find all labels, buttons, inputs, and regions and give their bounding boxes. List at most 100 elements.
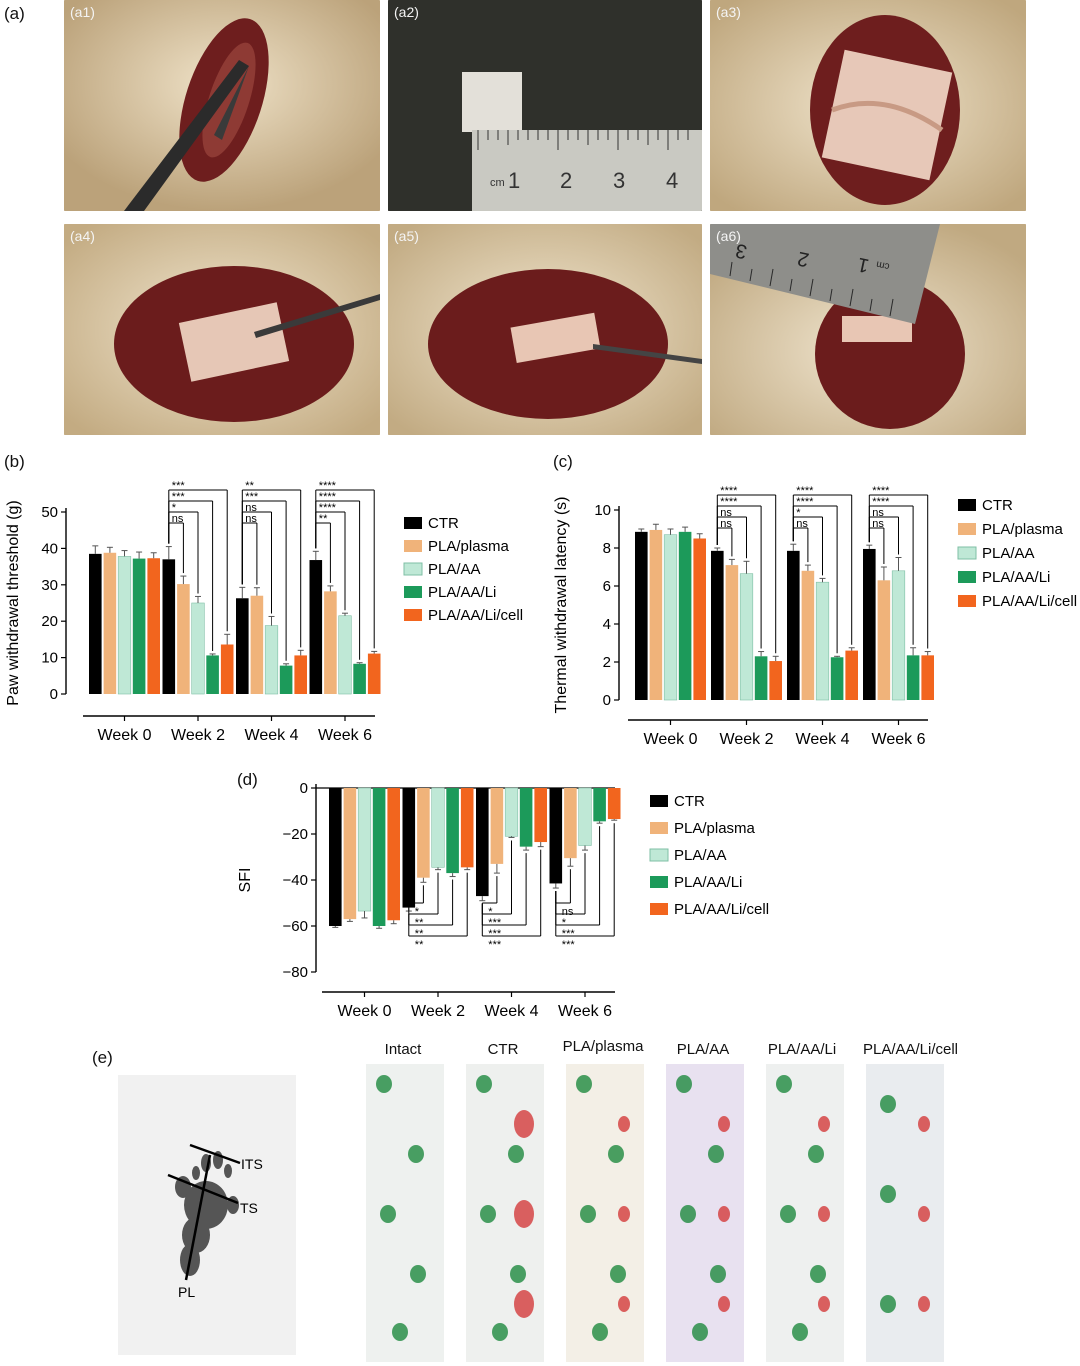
bar [103,552,117,694]
footprint-strip [466,1064,544,1362]
y-tick-label: 2 [603,654,611,671]
green-footprint [680,1205,696,1223]
footprint-marks [880,1095,930,1313]
bar [357,787,372,912]
legend-label: PLA/AA [982,545,1035,562]
ruler-mark: 2 [560,168,572,193]
y-tick-label: 20 [41,613,58,630]
sig-label: **** [319,502,337,514]
sig-label: *** [172,491,186,503]
paw-print-illustration: ITS TS PL [167,1143,263,1300]
panel-label-d: (d) [237,770,258,789]
strip-title-pla-aa: PLA/AA [676,1041,730,1058]
bar [891,570,906,701]
ruler-unit: cm [875,258,890,272]
sig-label: *** [488,917,502,929]
sig-label: * [415,906,420,918]
sig-label: **** [796,485,814,497]
sig-label: **** [720,496,738,508]
bar [678,531,692,700]
y-tick-label: 40 [41,540,58,557]
y-tick-label: −20 [283,826,308,843]
ruler-unit: cm [490,177,505,189]
sig-label: * [172,502,177,514]
sig-label: ns [872,507,884,519]
bar [739,573,754,701]
green-footprint [880,1295,896,1313]
red-footprint [718,1116,730,1132]
green-footprint [408,1145,424,1163]
bar [324,591,337,694]
ruler-mark: 4 [666,168,678,193]
green-footprint [508,1145,524,1163]
bar [754,656,768,700]
bar [787,550,800,700]
legend-label: PLA/AA [674,847,727,864]
sig-label: **** [319,480,337,492]
bar [877,580,891,700]
bar [534,788,547,843]
red-footprint [918,1296,930,1312]
sig-label: *** [562,928,576,940]
sig-label: **** [720,485,738,497]
footprint-strip [766,1064,844,1362]
green-footprint [692,1323,708,1341]
legend-label: PLA/AA [428,561,481,578]
green-footprint [376,1075,392,1093]
sig-label: **** [872,485,890,497]
legend-swatch [958,499,976,511]
surgery-scene-a6: 3 2 1 cm [710,224,1026,435]
bar [162,559,176,694]
footprint-marks [376,1075,426,1341]
panel-label-b: (b) [4,452,25,471]
red-footprint [514,1110,534,1138]
bar [417,788,430,878]
strip-title-pla-aa-li: PLA/AA/Li [767,1041,837,1058]
bar [117,556,132,695]
bar [206,655,219,694]
bar [264,625,279,695]
bar [191,602,205,695]
legend-swatch [958,571,976,583]
green-footprint [580,1205,596,1223]
green-footprint [510,1265,526,1283]
bar [446,788,459,874]
legend-label: PLA/AA/Li/cell [428,607,523,624]
photo-a6: 3 2 1 cm (a6) [710,224,1026,435]
bar [338,615,352,695]
label-its: ITS [241,1156,263,1172]
sig-label: ** [319,513,328,525]
bar [460,788,474,868]
y-tick-label: 0 [603,692,611,709]
sig-label: * [796,507,801,519]
photo-tag: (a1) [70,4,95,20]
legend-label: CTR [674,793,705,810]
footprint-strip [866,1064,944,1362]
bar [845,650,858,700]
bar [177,584,190,694]
sig-label: ** [415,939,424,951]
ruler-mark: 1 [508,168,520,193]
legend-swatch [404,540,422,552]
bar [367,653,381,694]
strip-title-ctr: CTR [487,1041,519,1058]
footprint-marks [676,1075,730,1341]
bar [402,788,416,908]
red-footprint [718,1296,730,1312]
surgery-scene-a4 [64,224,380,435]
green-footprint [410,1265,426,1283]
y-tick-label: 30 [41,577,58,594]
bar [476,788,489,897]
panel-label-c: (c) [553,452,573,471]
bar [578,787,592,846]
bar [387,788,400,921]
bar [353,663,366,694]
bar [132,558,146,694]
bar [294,655,307,694]
photo-a5: (a5) [388,224,702,435]
green-footprint [492,1323,508,1341]
bar [309,560,323,694]
bar [89,553,102,694]
bar [725,565,739,700]
photo-tag: (a6) [716,228,741,244]
